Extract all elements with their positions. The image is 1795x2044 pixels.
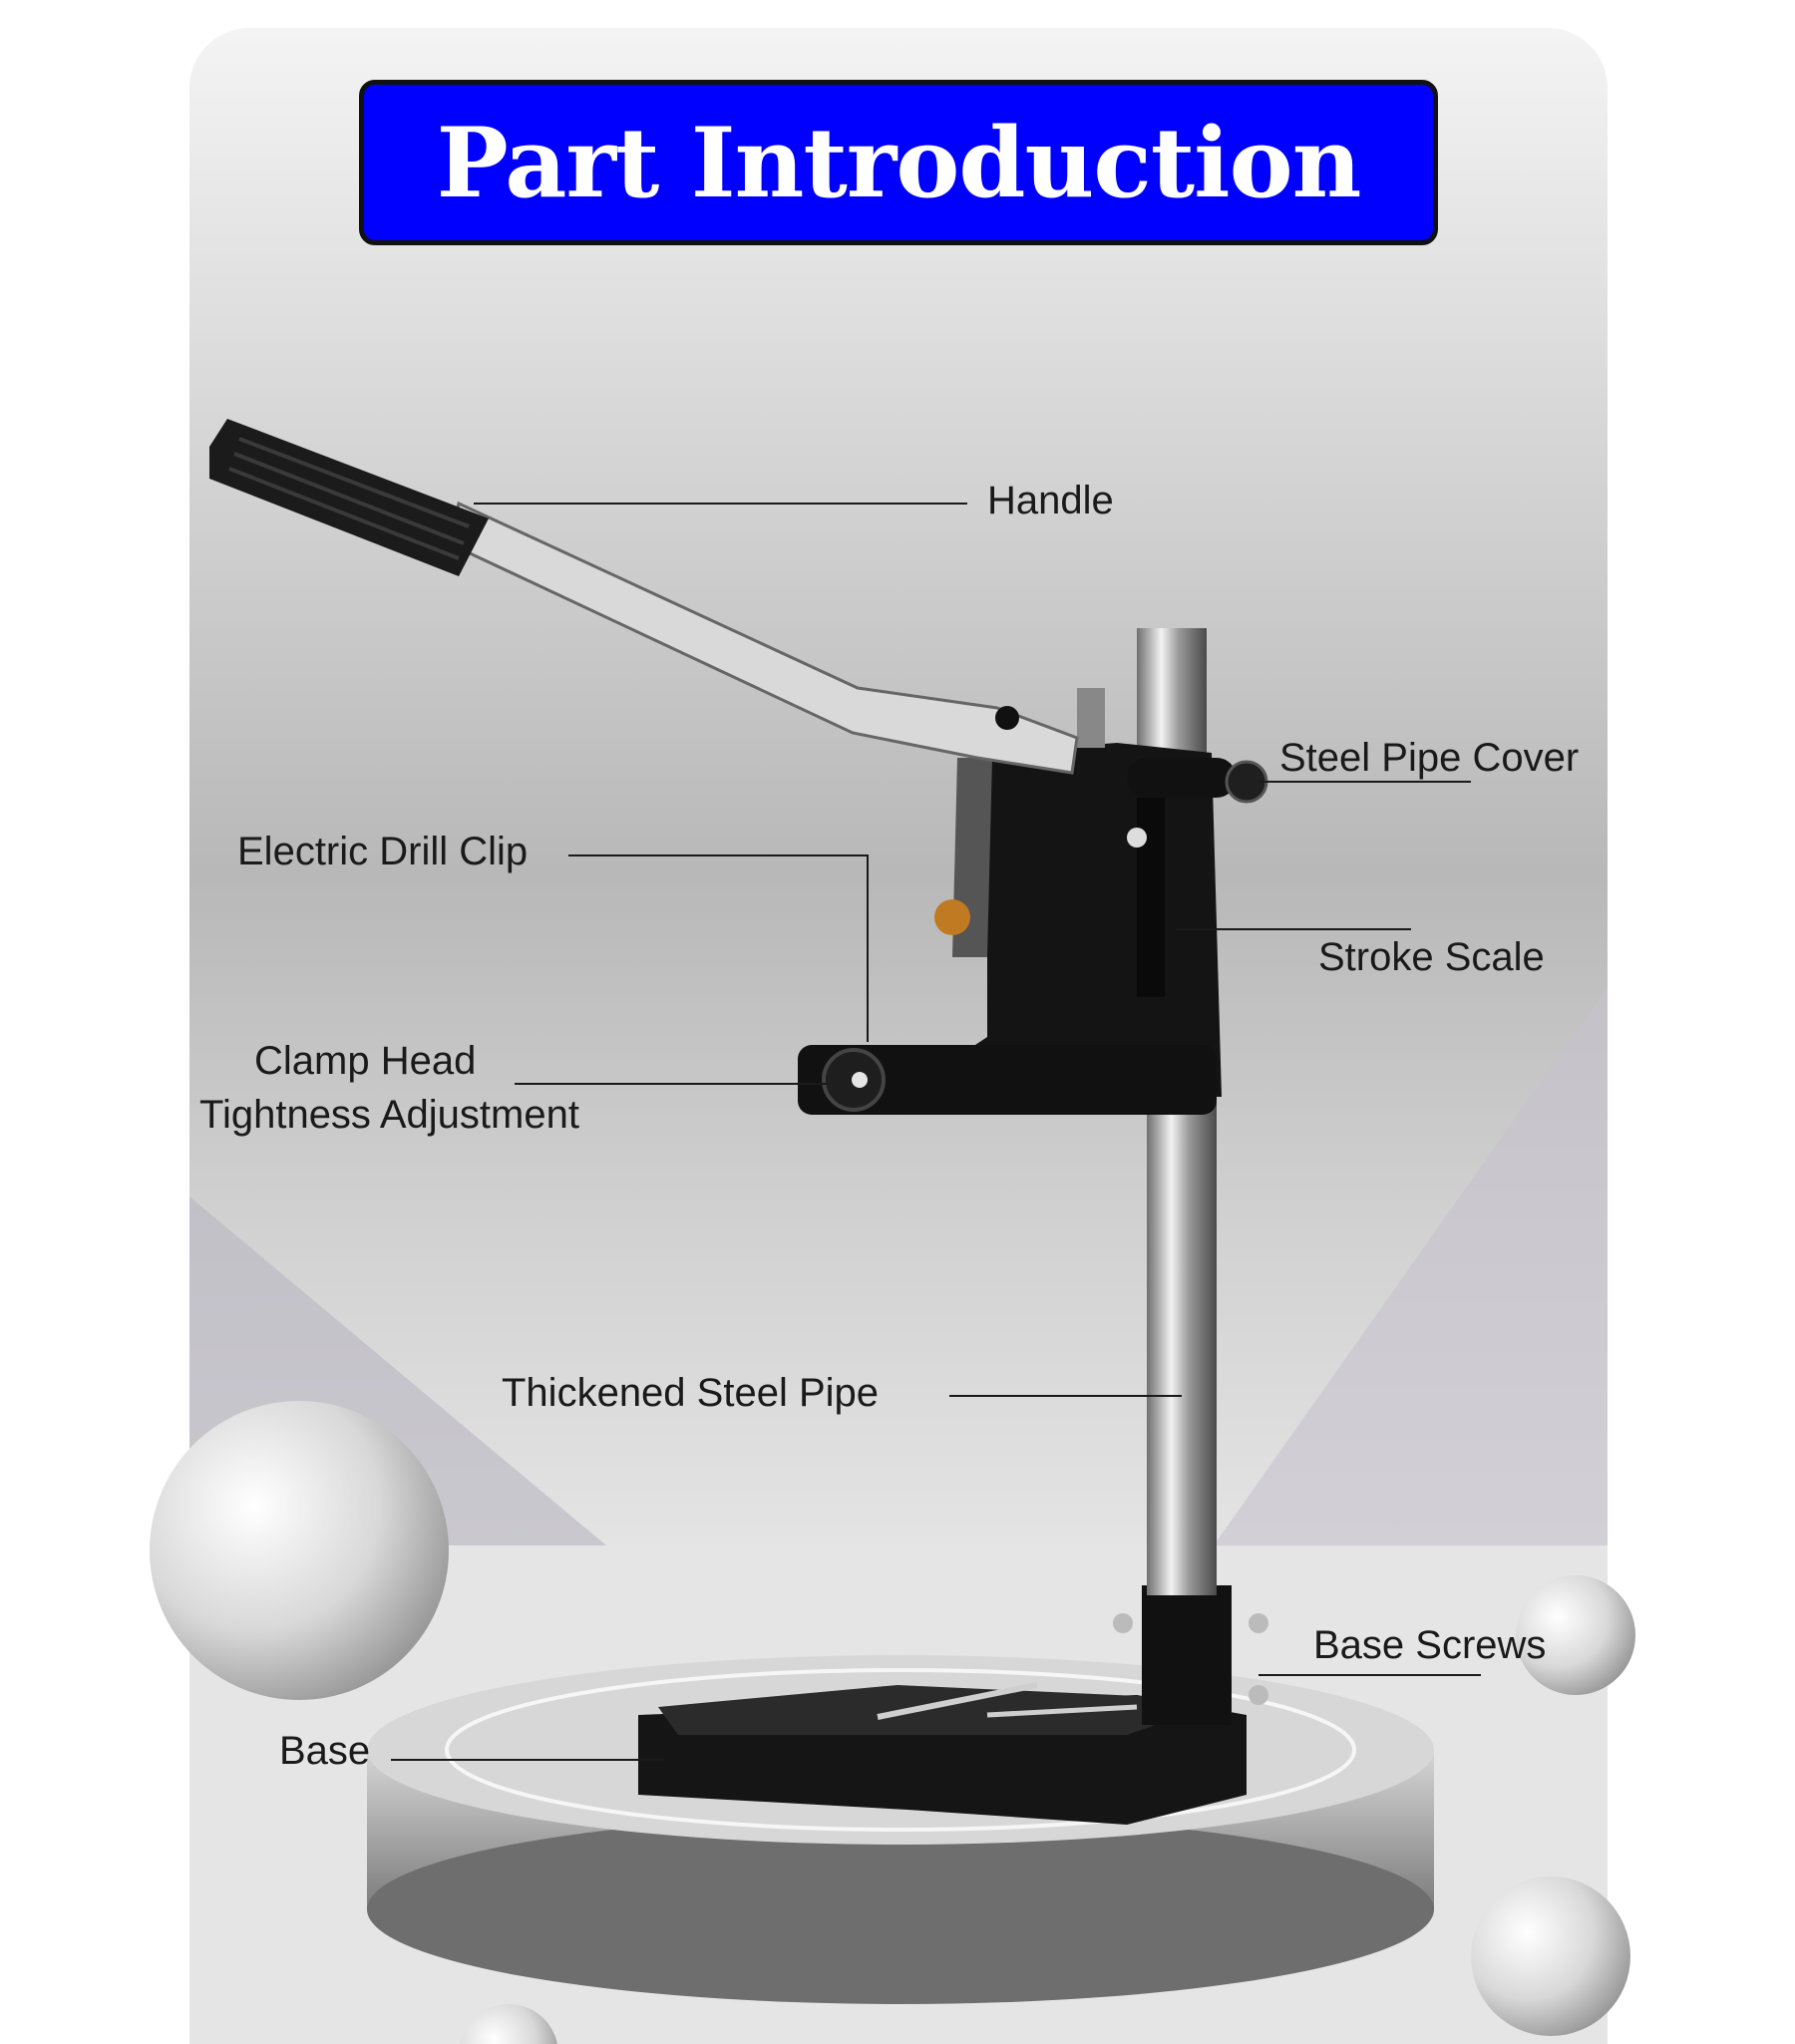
label-clamp-head: Clamp Head	[254, 1039, 477, 1083]
platform-ring	[445, 1668, 1356, 1832]
label-thickened-steel-pipe: Thickened Steel Pipe	[502, 1371, 880, 1415]
page-title: Part Introduction	[436, 106, 1362, 219]
clamp-head	[798, 1045, 1217, 1115]
leader-lines	[391, 503, 1481, 1761]
scale-screw	[1127, 828, 1147, 848]
base-slot	[877, 1682, 1038, 1720]
title-banner: Part Introduction	[359, 80, 1438, 245]
stroke-scale-bar	[1137, 798, 1165, 997]
platform-bottom	[367, 1815, 1434, 2004]
label-base-screws: Base Screws	[1313, 1623, 1547, 1667]
base-screw-lower	[1249, 1685, 1268, 1705]
base-plate-top	[658, 1685, 1227, 1735]
leader-electric-drill-clip	[568, 854, 869, 1042]
base-screw-left	[1113, 1613, 1133, 1633]
drill-clip-pivot	[934, 899, 970, 935]
steel-pipe	[1147, 1087, 1217, 1595]
handle-arm	[447, 501, 1079, 775]
handle-grip-ridges	[228, 437, 470, 560]
label-stroke-scale: Stroke Scale	[1318, 935, 1545, 979]
background-triangle-right	[1207, 987, 1608, 1555]
steel-pipe-top	[1137, 628, 1207, 768]
label-steel-pipe-cover: Steel Pipe Cover	[1279, 736, 1580, 780]
handle-pivot	[995, 706, 1019, 730]
base-screw-right	[1249, 1613, 1268, 1633]
pipe-socket	[1142, 1585, 1232, 1725]
decor-sphere-right-bottom	[1471, 1876, 1630, 2036]
decor-sphere-left	[150, 1401, 449, 1700]
label-tightness-adjustment: Tightness Adjustment	[199, 1093, 579, 1137]
clamp-screw	[852, 1072, 868, 1088]
top-stop-pin	[1077, 688, 1105, 748]
label-electric-drill-clip: Electric Drill Clip	[237, 830, 529, 873]
base-slot-2	[986, 1704, 1138, 1718]
pipe-cover-bracket	[1127, 758, 1237, 798]
label-handle: Handle	[987, 479, 1114, 522]
label-base: Base	[279, 1729, 371, 1773]
decor-sphere-bottom	[460, 2004, 557, 2044]
decor-sphere-right-small	[1516, 1575, 1635, 1695]
